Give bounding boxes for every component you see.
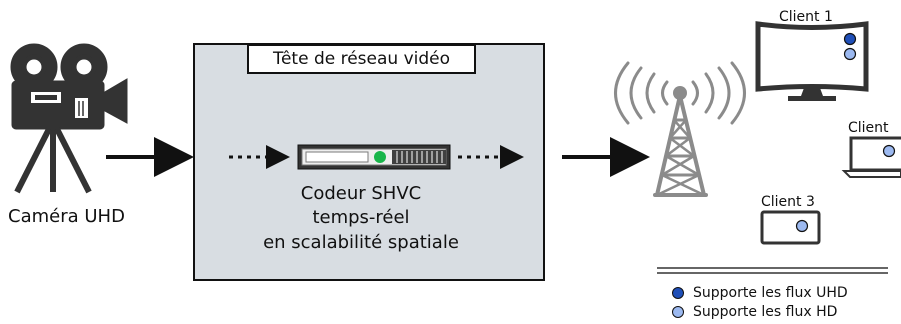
legend-uhd-label: Supporte les flux UHD <box>693 285 848 301</box>
encoder-label-line-1: Codeur SHVC <box>300 183 422 204</box>
legend-hd-item: Supporte les flux HD <box>672 302 837 322</box>
legend-uhd-item: Supporte les flux UHD <box>672 283 848 303</box>
encoder-label-line-2: temps-réel <box>312 207 410 228</box>
hd-support-dot <box>843 47 857 61</box>
headend-title: Tête de réseau vidéo <box>247 44 476 74</box>
film-camera-icon <box>10 43 128 194</box>
legend-hd-label: Supporte les flux HD <box>693 304 838 320</box>
hd-support-dot <box>795 219 809 233</box>
curved-monitor-icon <box>755 21 869 101</box>
client-2-label: Client <box>848 120 889 136</box>
hd-legend-dot-icon <box>672 306 684 318</box>
encoder-label-line-3: en scalabilité spatiale <box>263 232 459 253</box>
hd-support-dot <box>882 144 896 158</box>
client-1-label: Client 1 <box>779 9 833 25</box>
client-3-label: Client 3 <box>761 194 815 210</box>
uhd-legend-dot-icon <box>672 287 684 299</box>
broadcast-antenna-icon <box>614 61 746 197</box>
uhd-support-dot <box>843 32 857 46</box>
laptop-icon <box>841 136 901 178</box>
rack-encoder-icon <box>297 144 451 170</box>
camera-label: Caméra UHD <box>8 206 125 227</box>
tablet-icon <box>760 210 821 245</box>
